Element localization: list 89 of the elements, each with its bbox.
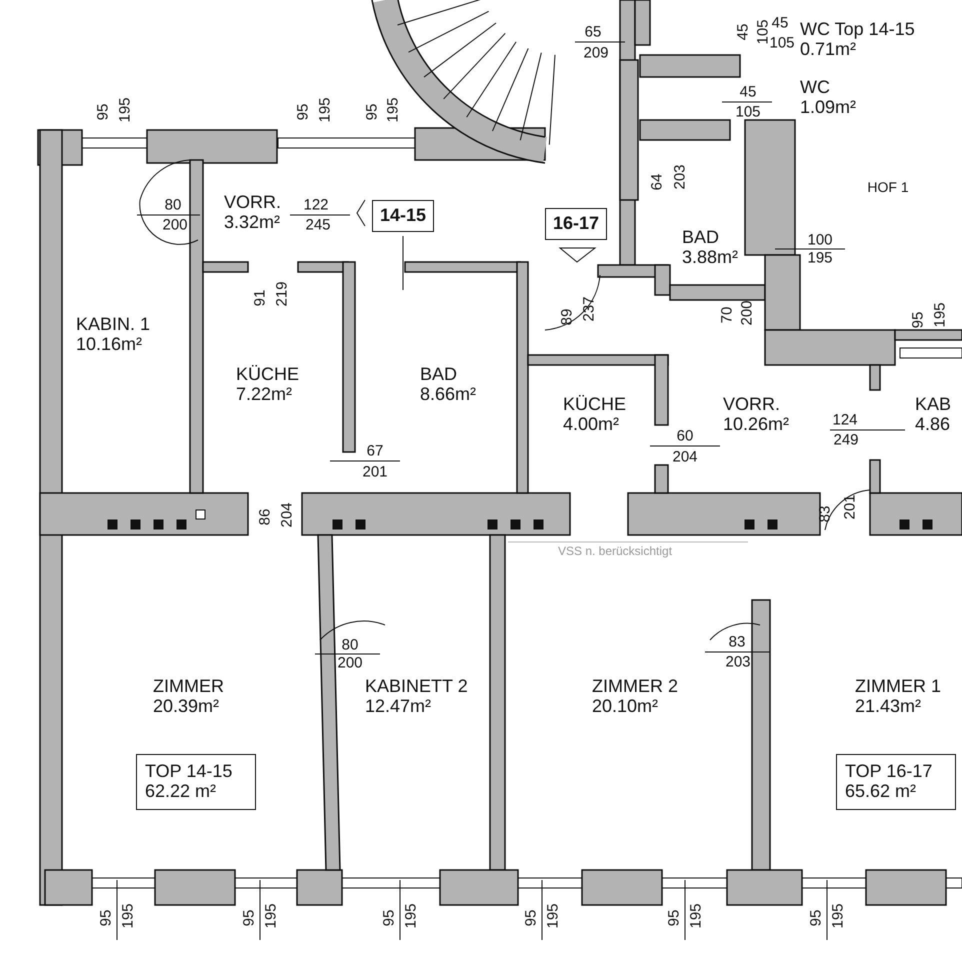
room-size: 7.22m² — [236, 384, 294, 405]
dimension-label: 237 — [582, 296, 596, 322]
room-name: BAD — [420, 365, 458, 385]
room-name: VORR. — [723, 395, 782, 415]
dimension-label: 195 — [807, 250, 833, 266]
dimension-label: 195 — [546, 903, 560, 929]
room-size: 10.16m² — [76, 334, 144, 355]
dimension-label: 95 — [524, 910, 538, 926]
room-size: 12.47m² — [365, 696, 432, 717]
room-size: 3.88m² — [682, 248, 738, 268]
room-name: WC Top 14-15 — [800, 20, 915, 40]
dimension-label: 95 — [242, 910, 256, 926]
dimension-label: 122 — [303, 198, 329, 212]
dimension-label: 105 — [769, 36, 795, 50]
dimension-label: 195 — [386, 97, 400, 123]
room-name: ZIMMER 1 — [855, 677, 942, 697]
note-text: VSS n. berücksichtigt — [558, 545, 672, 557]
room-size: 21.43m² — [855, 696, 922, 717]
unit-label-box: TOP 16-17 65.62 m² — [836, 754, 956, 810]
dimension-label: 200 — [337, 656, 363, 670]
dimension-label: 80 — [342, 638, 358, 652]
dimension-label: 105 — [756, 19, 770, 45]
dimension-label: 95 — [96, 104, 110, 120]
dimension-label: 195 — [932, 302, 948, 328]
dimension-label: 204 — [280, 502, 294, 528]
dimension-label: 195 — [118, 97, 132, 123]
dimension-label: 86 — [258, 508, 272, 526]
dimension-label: 204 — [672, 450, 698, 464]
room-size: 10.26m² — [723, 414, 790, 435]
unit-label-box: TOP 14-15 62.22 m² — [136, 754, 256, 810]
room-name: WC — [800, 78, 831, 98]
dimension-label: 200 — [740, 300, 754, 326]
dimension-label: 95 — [910, 312, 926, 328]
dimension-label: 209 — [583, 46, 609, 60]
room-name: ZIMMER — [153, 677, 224, 697]
dimension-label: 219 — [274, 281, 290, 307]
dimension-label: 67 — [366, 444, 384, 458]
dimension-label: 201 — [842, 494, 858, 520]
room-name: KÜCHE — [563, 395, 626, 415]
dimension-label: 45 — [740, 84, 756, 100]
dimension-label: 70 — [720, 306, 734, 324]
dimension-label: 201 — [362, 464, 388, 480]
dimension-label: 195 — [264, 903, 278, 929]
dimension-label: 95 — [808, 910, 824, 926]
room-size: 20.10m² — [592, 696, 660, 717]
dimension-label: 60 — [676, 428, 694, 444]
room-size: 3.32m² — [224, 212, 282, 233]
dimension-label: 249 — [833, 432, 859, 448]
unit-number-box: 16-17 — [545, 208, 607, 240]
room-size: 4.00m² — [563, 414, 620, 435]
room-size: 4.86 — [915, 414, 952, 435]
dimension-label: 195 — [318, 97, 332, 123]
dimension-label: 45 — [736, 24, 750, 40]
room-size: 20.39m² — [153, 696, 220, 717]
dimension-label: 95 — [296, 104, 310, 120]
room-name: KAB — [915, 395, 952, 415]
dimension-label: 89 — [560, 308, 574, 326]
dimension-label: 195 — [830, 903, 846, 929]
dimension-label: 203 — [725, 654, 751, 670]
dimension-label: 105 — [735, 104, 761, 120]
dimension-label: 195 — [404, 903, 418, 929]
room-name: BAD — [682, 228, 720, 248]
dimension-label: 95 — [382, 910, 396, 926]
dimension-label: 124 — [832, 412, 858, 428]
dimension-label: 80 — [164, 198, 182, 212]
room-name: KABIN. 1 — [76, 315, 150, 335]
room-name: VORR. — [224, 193, 282, 213]
dimension-label: 195 — [688, 903, 704, 929]
dimension-label: 91 — [252, 290, 268, 306]
dimension-label: 65 — [584, 24, 602, 40]
room-size: 8.66m² — [420, 384, 476, 405]
dimension-label: 195 — [120, 903, 136, 929]
dimension-label: 203 — [672, 164, 688, 190]
dimension-label: 64 — [650, 174, 664, 190]
dimension-label: 245 — [305, 218, 331, 232]
room-name: KABINETT 2 — [365, 677, 468, 697]
room-name: KÜCHE — [236, 365, 300, 385]
dimension-label: 95 — [364, 104, 380, 120]
area-label: HOF 1 — [867, 180, 909, 194]
dimension-label: 100 — [807, 232, 833, 248]
dimension-label: 200 — [162, 218, 188, 232]
unit-number-box: 14-15 — [372, 200, 434, 232]
room-size: 0.71m² — [800, 40, 856, 60]
room-name: ZIMMER 2 — [592, 677, 678, 697]
dimension-label: 83 — [728, 634, 746, 650]
dimension-label: 95 — [666, 910, 682, 926]
dimension-label: 95 — [98, 910, 114, 926]
room-size: 1.09m² — [800, 98, 856, 118]
dimension-label: 45 — [772, 16, 788, 30]
